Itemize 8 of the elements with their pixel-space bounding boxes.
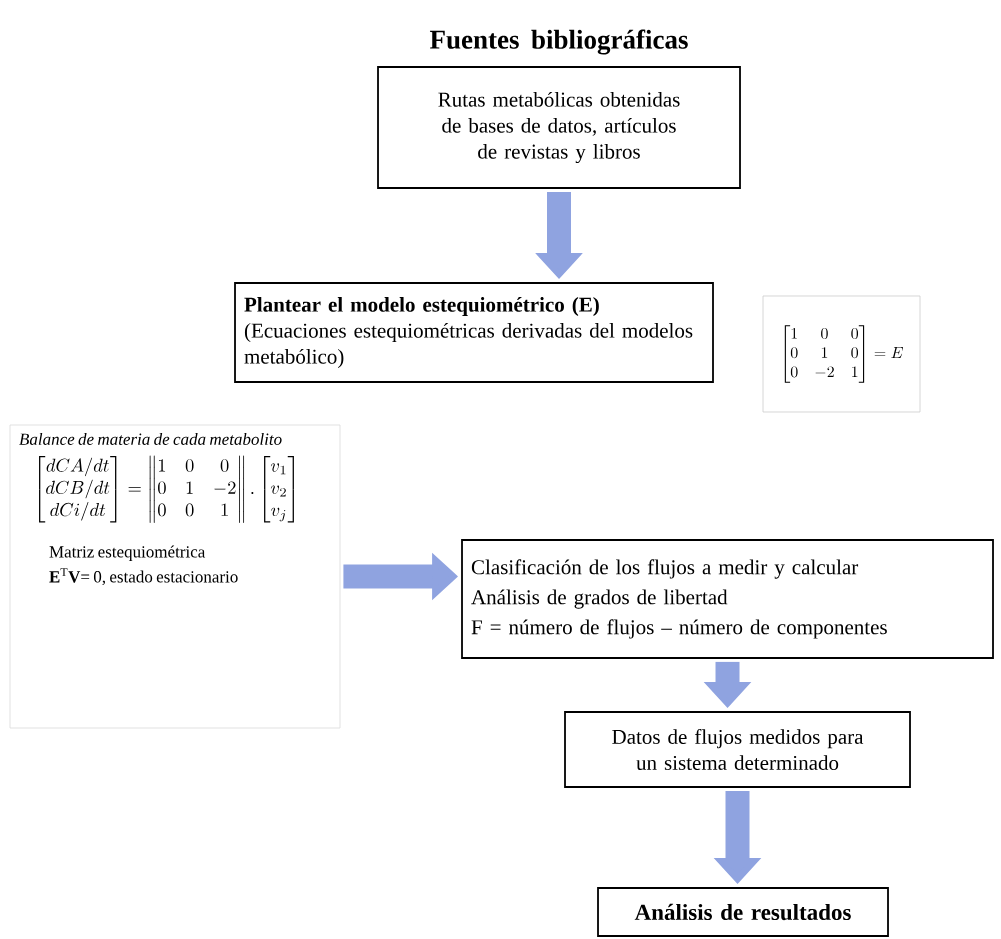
process-box: Plantear el modelo estequiométrico (E) (Ecuaciones estequiométricas derivadas del modelos metabólico) [234,282,714,383]
matrix-box: $\begin{bmatrix}1&0&0\\0&1&0\\0&-2&1\end{bmatrix}=E$ [762,295,921,413]
process-box: Datos de flujos medidos para un sistema determinado [564,711,911,788]
process-box: Clasificación de los flujos a medir y calcular Análisis de grados de libertad F = número de flujos – número de componentes [461,539,994,659]
process-box: Análisis de resultados [597,887,889,937]
process-box: Fuentes bibliográficas Rutas metabólicas obtenidas de bases de datos, artículos de revistas y libros [377,29,741,189]
formula-panel: Balance de materia de cada metabolito $\begin{bmatrix}dCA/dt\\dCB/dt\\dCi/dt\end{bmatrix}=\begin{Vmatrix}1&0&0\\0&1&-2\\0&0&1\end{Vmatrix}.\begin{bmatrix}v_1\\v_2\\v_j\end{bmatrix}$ Matriz estequiométrica E$^{T}$V= 0, estado estacionario [9,424,341,729]
node-label: Fuentes bibliográficas [429,29,688,55]
